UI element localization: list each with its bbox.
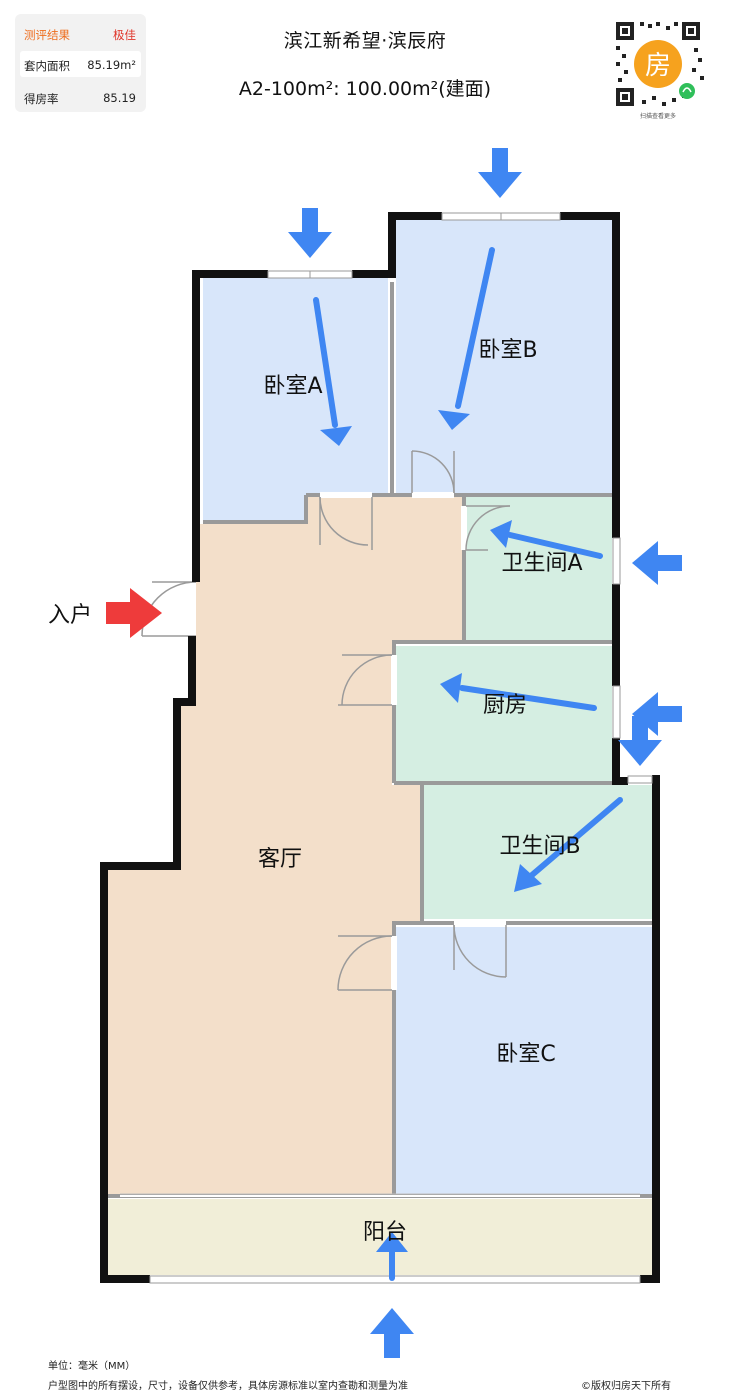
score-label: 得房率 xyxy=(24,92,59,106)
score-value: 85.19 xyxy=(103,91,136,105)
score-value: 85.19m² xyxy=(87,58,136,72)
interior-light-arrows xyxy=(313,247,623,1281)
room-label-bathroom-a: 卫生间A xyxy=(501,551,582,576)
room-kitchen xyxy=(396,646,612,781)
room-bedroom-c xyxy=(396,927,652,1195)
entry-arrow-icon xyxy=(106,588,162,638)
qr-code[interactable]: 房 xyxy=(612,18,704,110)
footer-disclaimer: 户型图中的所有摆设，尺寸，设备仅供参考，具体房源标准以室内查勘和测量为准 xyxy=(48,1381,408,1392)
light-arrow-icon xyxy=(370,1308,414,1358)
room-balcony xyxy=(108,1199,652,1275)
room-label-balcony: 阳台 xyxy=(363,1220,407,1245)
room-label-kitchen: 厨房 xyxy=(483,693,527,718)
room-label-living: 客厅 xyxy=(258,847,302,872)
score-row-area: 套内面积 85.19m² xyxy=(20,51,141,77)
windows xyxy=(120,212,653,1284)
score-card: 测评结果 极佳 套内面积 85.19m² 得房率 85.19 xyxy=(15,14,146,112)
qr-center-glyph: 房 xyxy=(645,51,671,81)
light-arrow-icon xyxy=(288,208,332,258)
room-label-bedroom-b: 卧室B xyxy=(478,338,537,363)
score-row-efficiency: 得房率 85.19 xyxy=(15,84,146,110)
score-label: 测评结果 xyxy=(24,28,70,42)
score-value: 极佳 xyxy=(113,28,136,42)
score-row-rating: 测评结果 极佳 xyxy=(15,20,146,46)
room-bedroom-a xyxy=(203,278,388,524)
room-bedroom-b xyxy=(396,220,612,493)
footer-unit: 单位：毫米（MM） xyxy=(48,1361,136,1372)
entrance-label: 入户 xyxy=(48,603,92,628)
unit-subtitle: A2-100m²: 100.00m²(建面) xyxy=(238,78,492,100)
room-label-bathroom-b: 卫生间B xyxy=(499,834,580,859)
light-arrow-icon xyxy=(632,541,682,585)
exterior-walls xyxy=(100,212,660,1283)
score-label: 套内面积 xyxy=(24,59,70,73)
page-title: 滨江新希望·滨辰府 xyxy=(283,30,447,52)
room-bathroom-a xyxy=(466,497,612,640)
room-label-bedroom-a: 卧室A xyxy=(263,374,322,399)
qr-caption: 扫描查看更多 xyxy=(639,113,676,120)
room-label-bedroom-c: 卧室C xyxy=(496,1042,555,1067)
footer-copyright: ©版权归房天下所有 xyxy=(581,1381,671,1392)
door-openings xyxy=(320,492,506,990)
light-arrow-icon xyxy=(478,148,522,198)
room-living xyxy=(108,497,462,1195)
